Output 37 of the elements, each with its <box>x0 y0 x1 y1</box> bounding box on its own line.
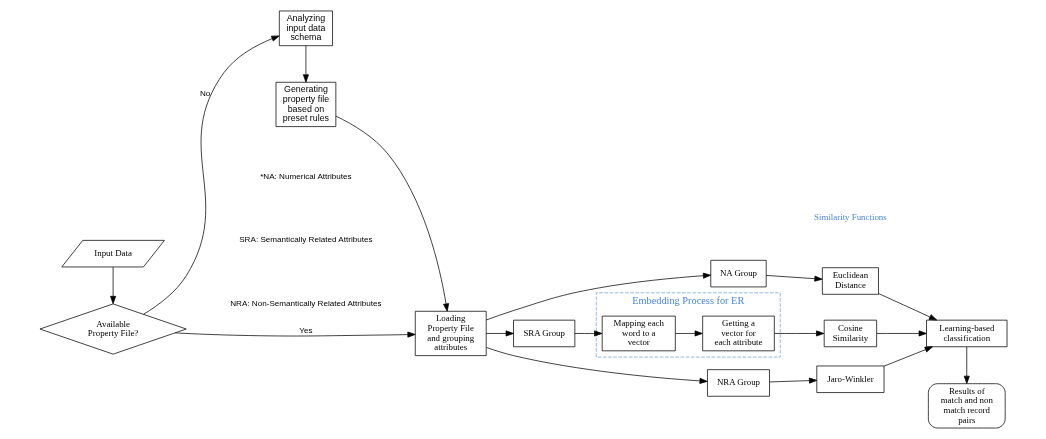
arrow <box>142 35 280 315</box>
arrow <box>302 45 309 83</box>
arrow <box>963 346 970 384</box>
arrow <box>883 346 933 367</box>
node-box: NA Group <box>709 259 767 288</box>
label: *NA: Numerical Attributes <box>259 171 352 181</box>
node-box: Mapping each word to a vector <box>601 315 676 352</box>
arrow <box>674 330 703 337</box>
node-box: NRA Group <box>706 369 770 397</box>
arrow <box>485 347 708 384</box>
arrow <box>768 377 817 384</box>
node-box: Analyzing input data schema <box>278 10 333 47</box>
arrow <box>485 272 711 321</box>
label: SRA: Semantically Related Attributes <box>238 235 373 245</box>
edge-label: Yes <box>298 325 313 335</box>
arrow <box>877 293 937 321</box>
arrow <box>574 330 602 337</box>
node-box: SRA Group <box>512 319 575 348</box>
arrow <box>174 331 416 338</box>
arrow <box>875 330 927 337</box>
arrow <box>765 275 823 282</box>
arrow <box>109 266 116 305</box>
label: NRA: Non-Semantically Related Attributes <box>229 298 382 308</box>
node-box: Loading Property File and grouping attributes <box>414 310 487 356</box>
arrow <box>773 330 824 337</box>
edge-label: No <box>199 89 210 99</box>
node-diamond: Available Property File? <box>39 303 187 355</box>
node-box: Getting a vector for each attribute <box>701 315 775 352</box>
node-box: Euclidean Distance <box>821 267 879 295</box>
arrow <box>485 330 514 337</box>
arrow <box>335 115 449 312</box>
node-box: Generating property file based on preset rules <box>275 81 336 127</box>
node-box: Results of match and non match record pairs <box>927 383 1006 429</box>
node-box: Cosine Similarity <box>823 319 877 348</box>
node-box: Jaro-Winkler <box>815 365 884 393</box>
node-box: Learning-based classification <box>925 319 1007 348</box>
label: Similarity Functions <box>813 211 887 222</box>
